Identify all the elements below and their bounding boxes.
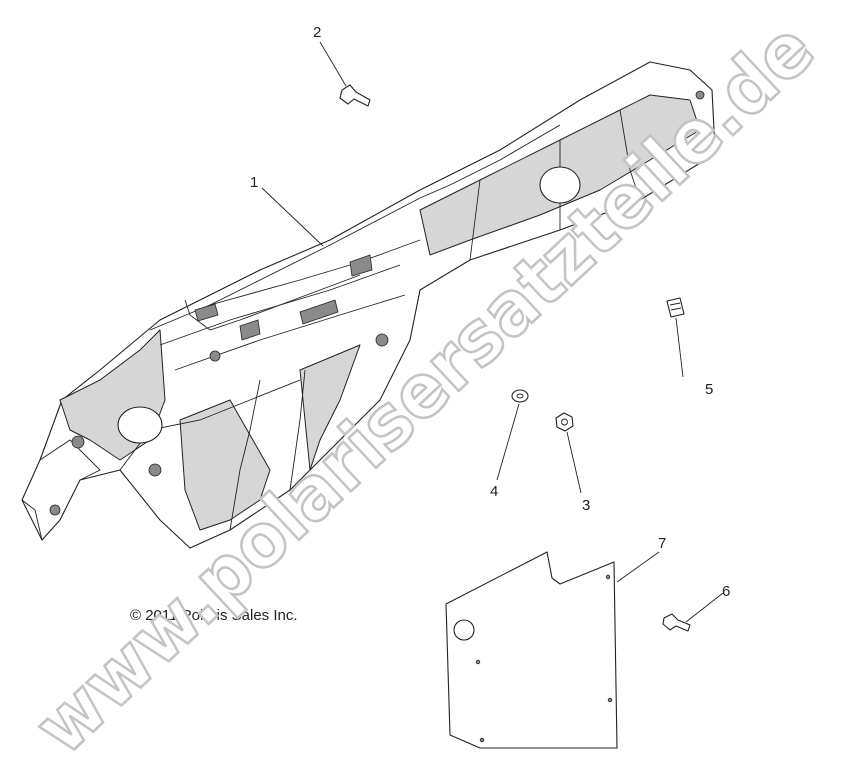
part-2-bolt bbox=[339, 84, 371, 107]
callout-1: 1 bbox=[250, 174, 258, 191]
part-7-panel bbox=[445, 551, 618, 749]
callout-7: 7 bbox=[658, 535, 666, 552]
callout-3: 3 bbox=[582, 497, 590, 514]
part-4-washer bbox=[511, 389, 529, 403]
part-1-fender-assembly bbox=[21, 61, 716, 549]
part-5-clip bbox=[666, 297, 685, 318]
leader-lines bbox=[261, 41, 724, 623]
part-6-screw bbox=[662, 613, 691, 632]
part-3-nut bbox=[555, 412, 574, 432]
copyright-text: © 2011 Polaris Sales Inc. bbox=[130, 607, 298, 624]
callout-2: 2 bbox=[313, 24, 321, 41]
callout-6: 6 bbox=[722, 583, 730, 600]
callout-5: 5 bbox=[705, 381, 713, 398]
callout-4: 4 bbox=[490, 483, 498, 500]
